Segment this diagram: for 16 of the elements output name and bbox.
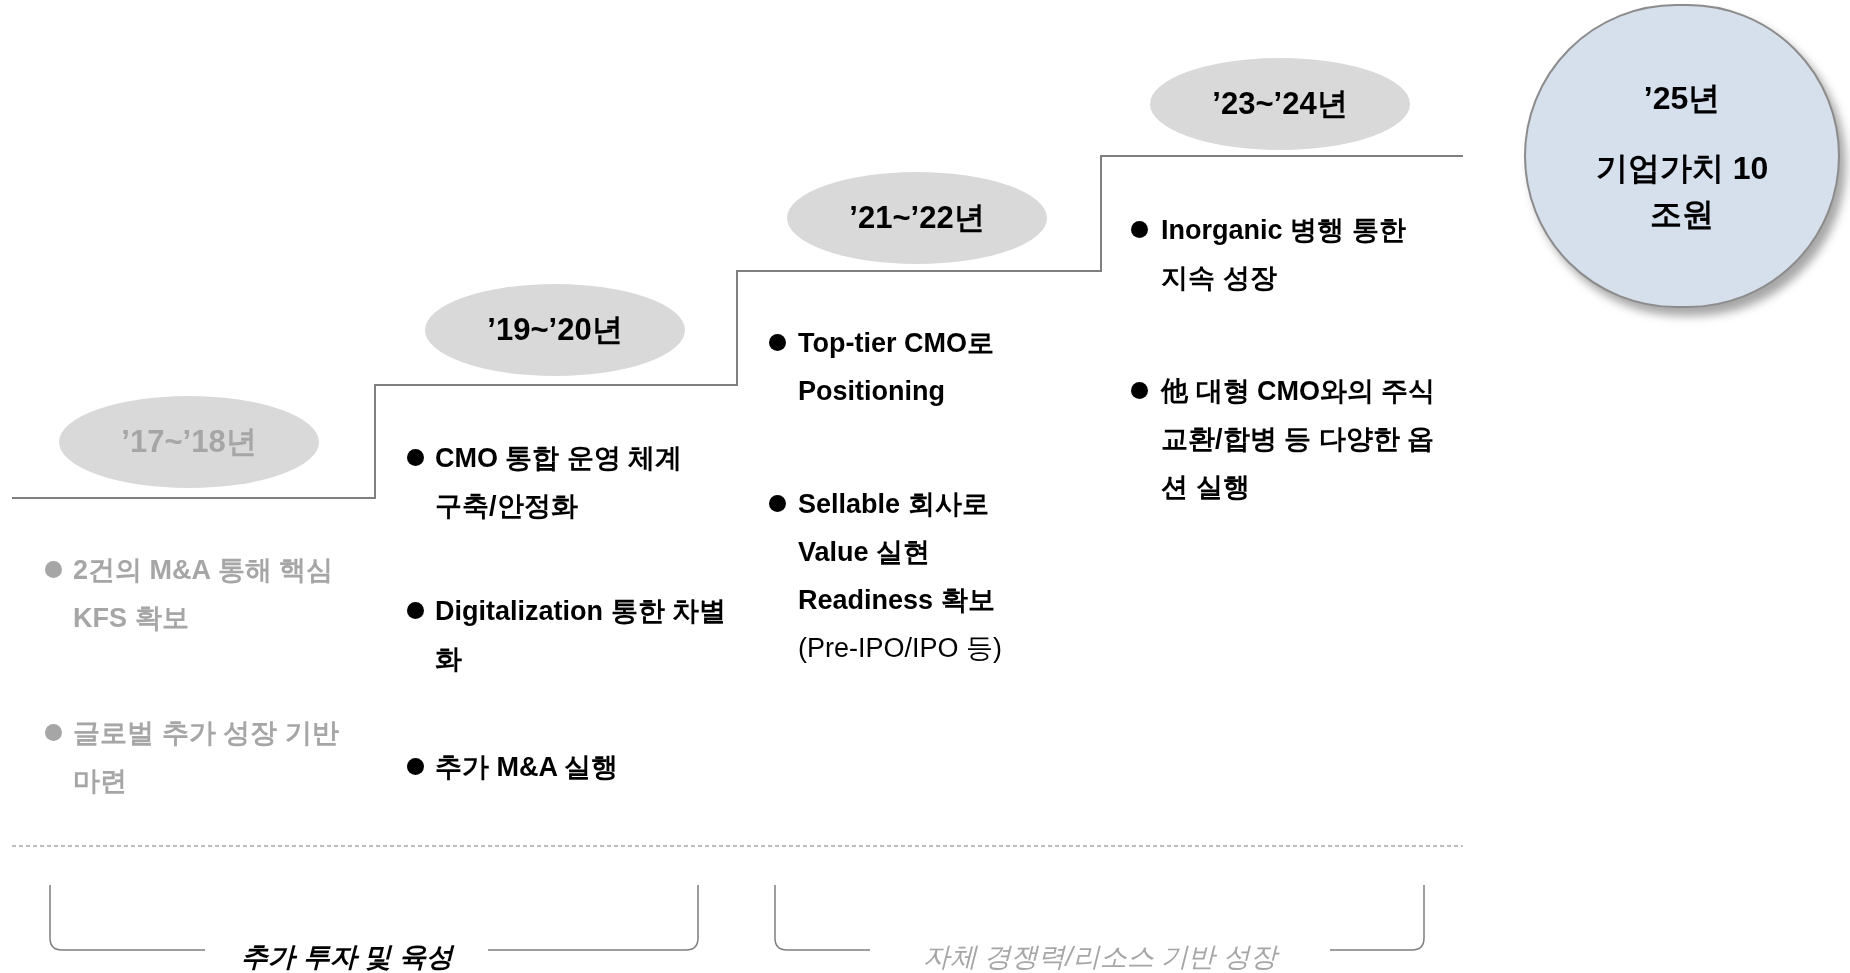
- bullet-text: 추가 M&A 실행: [435, 751, 620, 784]
- bracket-label: 추가 투자 및 육성: [240, 941, 456, 973]
- year-label: ’21~’22년: [849, 198, 985, 237]
- bullet-text: Sellable 회사로 Value 실현 Readiness 확보 (Pre-IPO/IPO 등): [798, 488, 1004, 665]
- goal-text: 기업가치 10조원: [1594, 149, 1770, 234]
- bullet-text: 글로벌 추가 성장 기반 마련: [73, 717, 340, 798]
- bullet-text: 2건의 M&A 통해 핵심 KFS 확보: [73, 554, 334, 635]
- bullet-text: 他 대형 CMO와의 주식교환/합병 등 다양한 옵션 실행: [1161, 375, 1437, 504]
- bullet-text: CMO 통합 운영 체계 구축/안정화: [435, 442, 684, 523]
- year-label: ’23~’24년: [1212, 84, 1348, 123]
- bracket-label: 자체 경쟁력/리소스 기반 성장: [880, 933, 1320, 973]
- bullet-text: Digitalization 통한 차별화: [435, 595, 727, 676]
- bullet-text: Inorganic 병행 통한 지속 성장: [1161, 214, 1407, 295]
- bullet-text: Top-tier CMO로 Positioning: [798, 327, 995, 408]
- year-label: ’19~’20년: [487, 310, 623, 349]
- year-text: ’25년: [1642, 79, 1722, 118]
